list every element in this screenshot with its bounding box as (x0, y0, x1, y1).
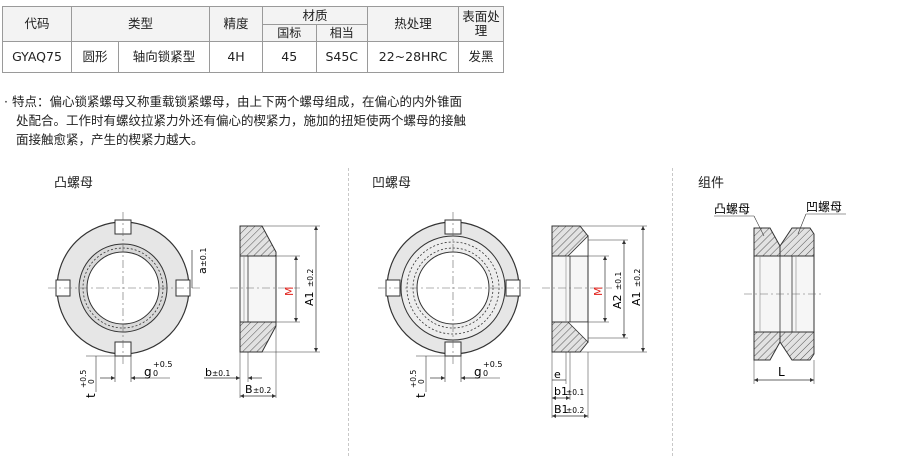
cell-surface: 发黑 (458, 41, 504, 73)
convex-nut-section-view (230, 225, 300, 353)
cell-code: GYAQ75 (2, 41, 72, 73)
cell-shape: 圆形 (71, 41, 119, 73)
dim-g-label: g (144, 365, 152, 379)
dim-t-lower: 0 (87, 379, 96, 384)
header-material-std: 国标 (262, 24, 317, 42)
cell-std: 45 (262, 41, 317, 73)
description-line-1: · 特点：偏心锁紧螺母又称重载锁紧螺母，由上下两个螺母组成，在偏心的内外锥面 (4, 94, 462, 109)
dim-t-lower: 0 (417, 379, 426, 384)
cell-lock: 轴向锁紧型 (118, 41, 210, 73)
dim-t-label: t (84, 393, 98, 398)
dim-A1-label: A1 (630, 291, 643, 306)
dim-g-label: g (474, 365, 482, 379)
dim-A1-tol: ±0.2 (306, 269, 315, 287)
dim-B-label: B (245, 383, 253, 396)
description-line-3: 面接触愈紧，产生的楔紧力越大。 (16, 132, 204, 147)
cell-heat: 22~28HRC (367, 41, 459, 73)
dim-B-tol: ±0.2 (253, 386, 271, 395)
dim-A1-label: A1 (303, 291, 316, 306)
header-material: 材质 (262, 6, 368, 25)
convex-nut-front-view (48, 212, 200, 365)
section-title-concave: 凹螺母 (372, 176, 412, 191)
dim-M-label: M (592, 287, 605, 297)
dim-M-label: M (283, 287, 296, 297)
dim-b1-tol: ±0.1 (566, 388, 584, 397)
cell-precision: 4H (209, 41, 263, 73)
header-heat: 热处理 (367, 6, 459, 42)
feature-description: · 特点：偏心锁紧螺母又称重载锁紧螺母，由上下两个螺母组成，在偏心的内外锥面 处… (4, 92, 504, 149)
header-code: 代码 (2, 6, 72, 42)
dim-a-tol: ±0.1 (199, 248, 208, 267)
assembly-section-view (744, 227, 824, 361)
table-subheader-row: 国标 相当 (3, 24, 504, 42)
spec-table: 代码 类型 精度 材质 热处理 表面处理 国标 相当 GYAQ75 圆形 轴向锁… (2, 6, 504, 73)
dim-e-label: e (554, 368, 561, 381)
dim-a-label: a (196, 267, 209, 274)
assembly-concave-label: 凹螺母 (806, 200, 842, 214)
section-divider (672, 168, 673, 456)
concave-nut-front-view (378, 212, 530, 365)
header-material-equiv: 相当 (315, 24, 368, 42)
dim-A2-label: A2 (611, 294, 624, 309)
dim-A2-tol: ±0.1 (614, 272, 623, 290)
dim-t-upper: +0.5 (79, 370, 88, 388)
dim-g-upper: +0.5 (483, 360, 502, 369)
dim-B1-label: B1 (554, 403, 569, 416)
dim-b-label: b (205, 366, 212, 379)
concave-nut-section-view (542, 225, 612, 353)
dim-g-lower: 0 (483, 369, 488, 378)
section-divider (348, 168, 349, 456)
section-title-assembly: 组件 (698, 176, 725, 191)
dim-t-upper: +0.5 (409, 370, 418, 388)
assembly-convex-label: 凸螺母 (714, 202, 750, 216)
dim-g-upper: +0.5 (153, 360, 172, 369)
header-surface: 表面处理 (458, 6, 504, 42)
table-row: GYAQ75 圆形 轴向锁紧型 4H 45 S45C 22~28HRC 发黑 (2, 41, 504, 73)
dim-b1-label: b1 (554, 385, 568, 398)
dim-g-lower: 0 (153, 369, 158, 378)
dim-b-tol: ±0.1 (212, 369, 230, 378)
dim-B1-tol: ±0.2 (566, 406, 584, 415)
description-line-2: 处配合。工作时有螺纹拉紧力外还有偏心的楔紧力，施加的扭矩使两个螺母的接触 (16, 113, 467, 128)
dim-t-label: t (414, 393, 428, 398)
dim-A1-tol: ±0.2 (633, 269, 642, 287)
dim-L-label: L (778, 365, 785, 379)
table-header-row: 代码 类型 精度 材质 热处理 表面处理 (2, 6, 504, 42)
section-title-convex: 凸螺母 (54, 176, 94, 191)
cell-equiv: S45C (315, 41, 368, 73)
